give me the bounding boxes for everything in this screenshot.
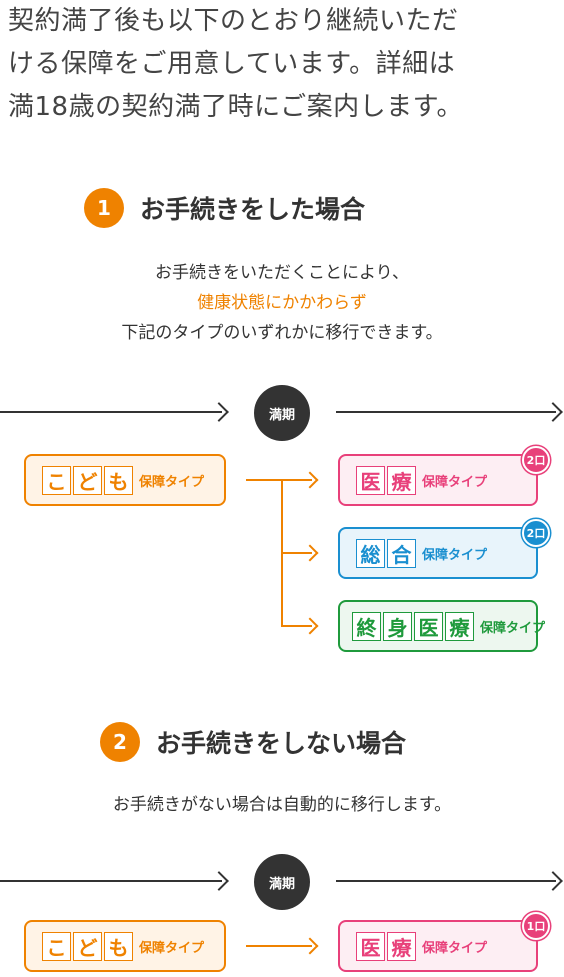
unit-count-badge: 1口 bbox=[522, 912, 550, 940]
plan-type-label: 保障タイプ bbox=[422, 547, 488, 563]
plan-char: も bbox=[104, 931, 133, 961]
section-number-badge: 1 bbox=[84, 188, 124, 228]
unit-count-badge: 2口 bbox=[522, 446, 550, 474]
arrow-right-icon bbox=[543, 402, 563, 422]
section-title: お手続きをした場合 bbox=[140, 195, 366, 224]
plan-char: 身 bbox=[383, 611, 412, 641]
plan-char: も bbox=[104, 465, 133, 495]
plan-char: 医 bbox=[414, 611, 443, 641]
timeline-line-right bbox=[336, 411, 556, 413]
timeline-line-right bbox=[336, 880, 556, 882]
arrow-right-icon bbox=[209, 871, 229, 891]
timeline-line-left bbox=[0, 411, 222, 413]
plan-char: こ bbox=[42, 465, 71, 495]
maturity-badge: 満期 bbox=[254, 854, 310, 910]
plan-char: 医 bbox=[356, 465, 385, 495]
desc-line: お手続きをいただくことにより、 bbox=[155, 263, 409, 283]
plan-type-label: 保障タイプ bbox=[480, 620, 546, 636]
arrow-right-icon bbox=[301, 544, 319, 562]
section-number-badge: 2 bbox=[100, 722, 140, 762]
connector-line bbox=[246, 945, 312, 947]
plan-char: こ bbox=[42, 931, 71, 961]
plan-char: 終 bbox=[352, 611, 381, 641]
plan-char: ど bbox=[73, 931, 102, 961]
unit-count-badge: 2口 bbox=[522, 519, 550, 547]
plan-char: 療 bbox=[387, 931, 416, 961]
plan-kodomo: こ ど も 保障タイプ bbox=[24, 454, 226, 506]
arrow-right-icon bbox=[209, 402, 229, 422]
timeline-line-left bbox=[0, 880, 222, 882]
plan-sogo: 総 合 保障タイプ bbox=[338, 527, 538, 579]
desc-accent: 健康状態にかかわらず bbox=[197, 293, 367, 313]
intro-line: ける保障をご用意しています。詳細は bbox=[8, 49, 456, 79]
intro-line: 契約満了後も以下のとおり継続いただ bbox=[8, 6, 459, 36]
desc-line: 下記のタイプのいずれかに移行できます。 bbox=[121, 323, 443, 343]
arrow-right-icon bbox=[543, 871, 563, 891]
section1-heading: 1 お手続きをした場合 bbox=[84, 188, 365, 228]
plan-char: 療 bbox=[445, 611, 474, 641]
plan-iryo: 医 療 保障タイプ bbox=[338, 920, 538, 972]
section2-description: お手続きがない場合は自動的に移行します。 bbox=[112, 795, 452, 815]
plan-type-label: 保障タイプ bbox=[139, 940, 205, 956]
section1-description: お手続きをいただくことにより、 健康状態にかかわらず 下記のタイプのいずれかに移… bbox=[0, 258, 564, 348]
plan-char: 療 bbox=[387, 465, 416, 495]
maturity-badge: 満期 bbox=[254, 385, 310, 441]
plan-shushin-iryo: 終 身 医 療 保障タイプ bbox=[338, 600, 545, 652]
connector-line bbox=[281, 625, 312, 627]
arrow-right-icon bbox=[301, 937, 319, 955]
intro-text: 契約満了後も以下のとおり継続いただ ける保障をご用意しています。詳細は 満18歳… bbox=[8, 0, 558, 129]
section2-heading: 2 お手続きをしない場合 bbox=[100, 722, 406, 762]
intro-line: 満18歳の契約満了時にご案内します。 bbox=[8, 92, 463, 122]
arrow-right-icon bbox=[301, 617, 319, 635]
plan-type-label: 保障タイプ bbox=[139, 474, 205, 490]
plan-char: 合 bbox=[387, 538, 416, 568]
section-title: お手続きをしない場合 bbox=[156, 729, 407, 758]
plan-type-label: 保障タイプ bbox=[422, 940, 488, 956]
connector-line bbox=[281, 552, 312, 554]
plan-type-label: 保障タイプ bbox=[422, 474, 488, 490]
connector-line bbox=[246, 479, 312, 481]
plan-char: ど bbox=[73, 465, 102, 495]
plan-char: 医 bbox=[356, 931, 385, 961]
arrow-right-icon bbox=[301, 471, 319, 489]
plan-char: 総 bbox=[356, 538, 385, 568]
plan-kodomo: こ ど も 保障タイプ bbox=[24, 920, 226, 972]
plan-iryo: 医 療 保障タイプ bbox=[338, 454, 538, 506]
